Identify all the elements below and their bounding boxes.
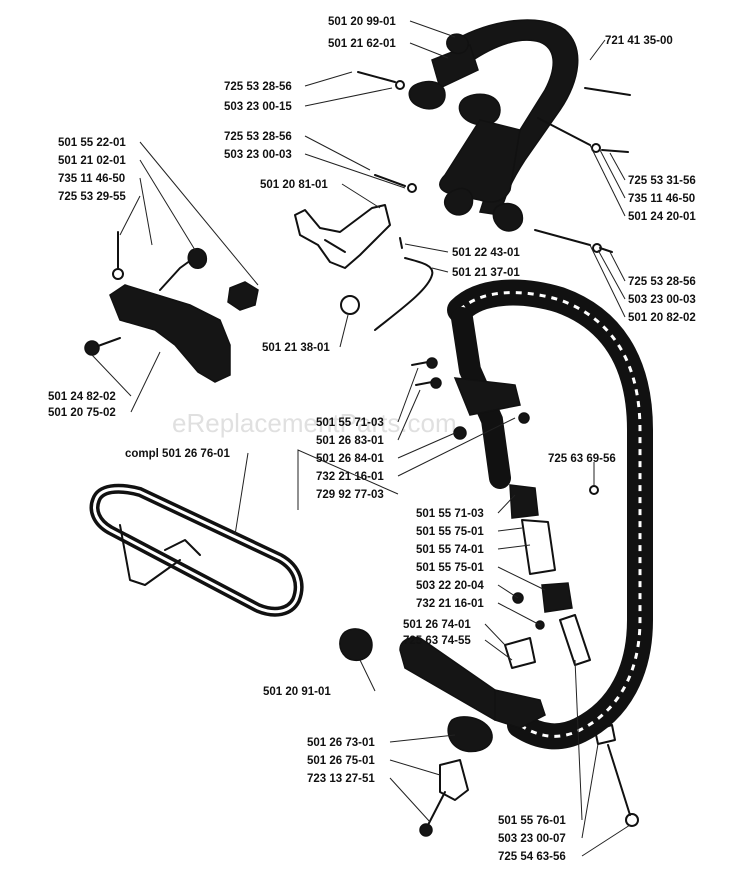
part-label: 501 55 74-01 <box>416 544 484 556</box>
part-labels: 501 20 99-01 501 21 62-01 721 41 35-00 7… <box>48 16 696 863</box>
part-label: 501 22 43-01 <box>452 247 520 259</box>
part-label: 503 23 00-15 <box>224 101 292 113</box>
part-label: 501 55 75-01 <box>416 562 484 574</box>
part-label: 503 23 00-03 <box>628 294 696 306</box>
part-label: 501 26 75-01 <box>307 755 375 767</box>
part-label: 501 24 20-01 <box>628 211 696 223</box>
left-base-assembly-drawing <box>84 231 259 383</box>
part-label: 503 22 20-04 <box>416 580 484 592</box>
front-handle-bar-drawing <box>399 279 653 750</box>
part-label: 723 13 27-51 <box>307 773 375 785</box>
part-label: 501 26 83-01 <box>316 435 384 447</box>
part-label: 725 53 28-56 <box>224 131 292 143</box>
part-label: 501 26 84-01 <box>316 453 384 465</box>
part-label: 501 20 91-01 <box>263 686 331 698</box>
part-label: 501 20 75-02 <box>48 407 116 419</box>
part-label: 501 55 71-03 <box>316 417 384 429</box>
part-label: 501 20 99-01 <box>328 16 396 28</box>
part-label: 501 55 71-03 <box>416 508 484 520</box>
part-label: 503 23 00-03 <box>224 149 292 161</box>
part-label: 732 21 16-01 <box>416 598 484 610</box>
part-label: 729 92 77-03 <box>316 489 384 501</box>
chain-guard-drawing <box>89 483 304 617</box>
part-label: 501 55 75-01 <box>416 526 484 538</box>
leader-lines <box>91 20 631 857</box>
part-label: 503 23 00-07 <box>498 833 566 845</box>
part-label: 501 20 82-02 <box>628 312 696 324</box>
center-bracket-drawing <box>294 204 434 331</box>
part-label: 725 53 28-56 <box>224 81 292 93</box>
part-label: 735 11 46-50 <box>628 193 695 205</box>
part-label: 501 26 74-01 <box>403 619 471 631</box>
top-handle-bracket-drawing <box>357 19 631 253</box>
part-label: 721 41 35-00 <box>605 35 673 47</box>
part-label: 725 54 63-56 <box>498 851 566 863</box>
part-label: 501 21 62-01 <box>328 38 396 50</box>
part-label: 501 20 81-01 <box>260 179 328 191</box>
part-label: 732 21 16-01 <box>316 471 384 483</box>
part-label: compl 501 26 76-01 <box>125 448 230 460</box>
part-label: 501 26 73-01 <box>307 737 375 749</box>
part-label: 501 21 02-01 <box>58 155 126 167</box>
part-label: 725 63 74-55 <box>403 635 471 647</box>
part-label: 501 21 37-01 <box>452 267 520 279</box>
part-label: 735 11 46-50 <box>58 173 125 185</box>
part-label: 725 53 31-56 <box>628 175 696 187</box>
part-label: 501 21 38-01 <box>262 342 330 354</box>
watermark-text: eReplacementParts.com <box>172 408 457 438</box>
part-label: 501 55 76-01 <box>498 815 566 827</box>
part-label: 501 24 82-02 <box>48 391 116 403</box>
part-label: 501 55 22-01 <box>58 137 126 149</box>
part-label: 725 53 29-55 <box>58 191 126 203</box>
part-label: 725 63 69-56 <box>548 453 616 465</box>
part-label: 725 53 28-56 <box>628 276 696 288</box>
